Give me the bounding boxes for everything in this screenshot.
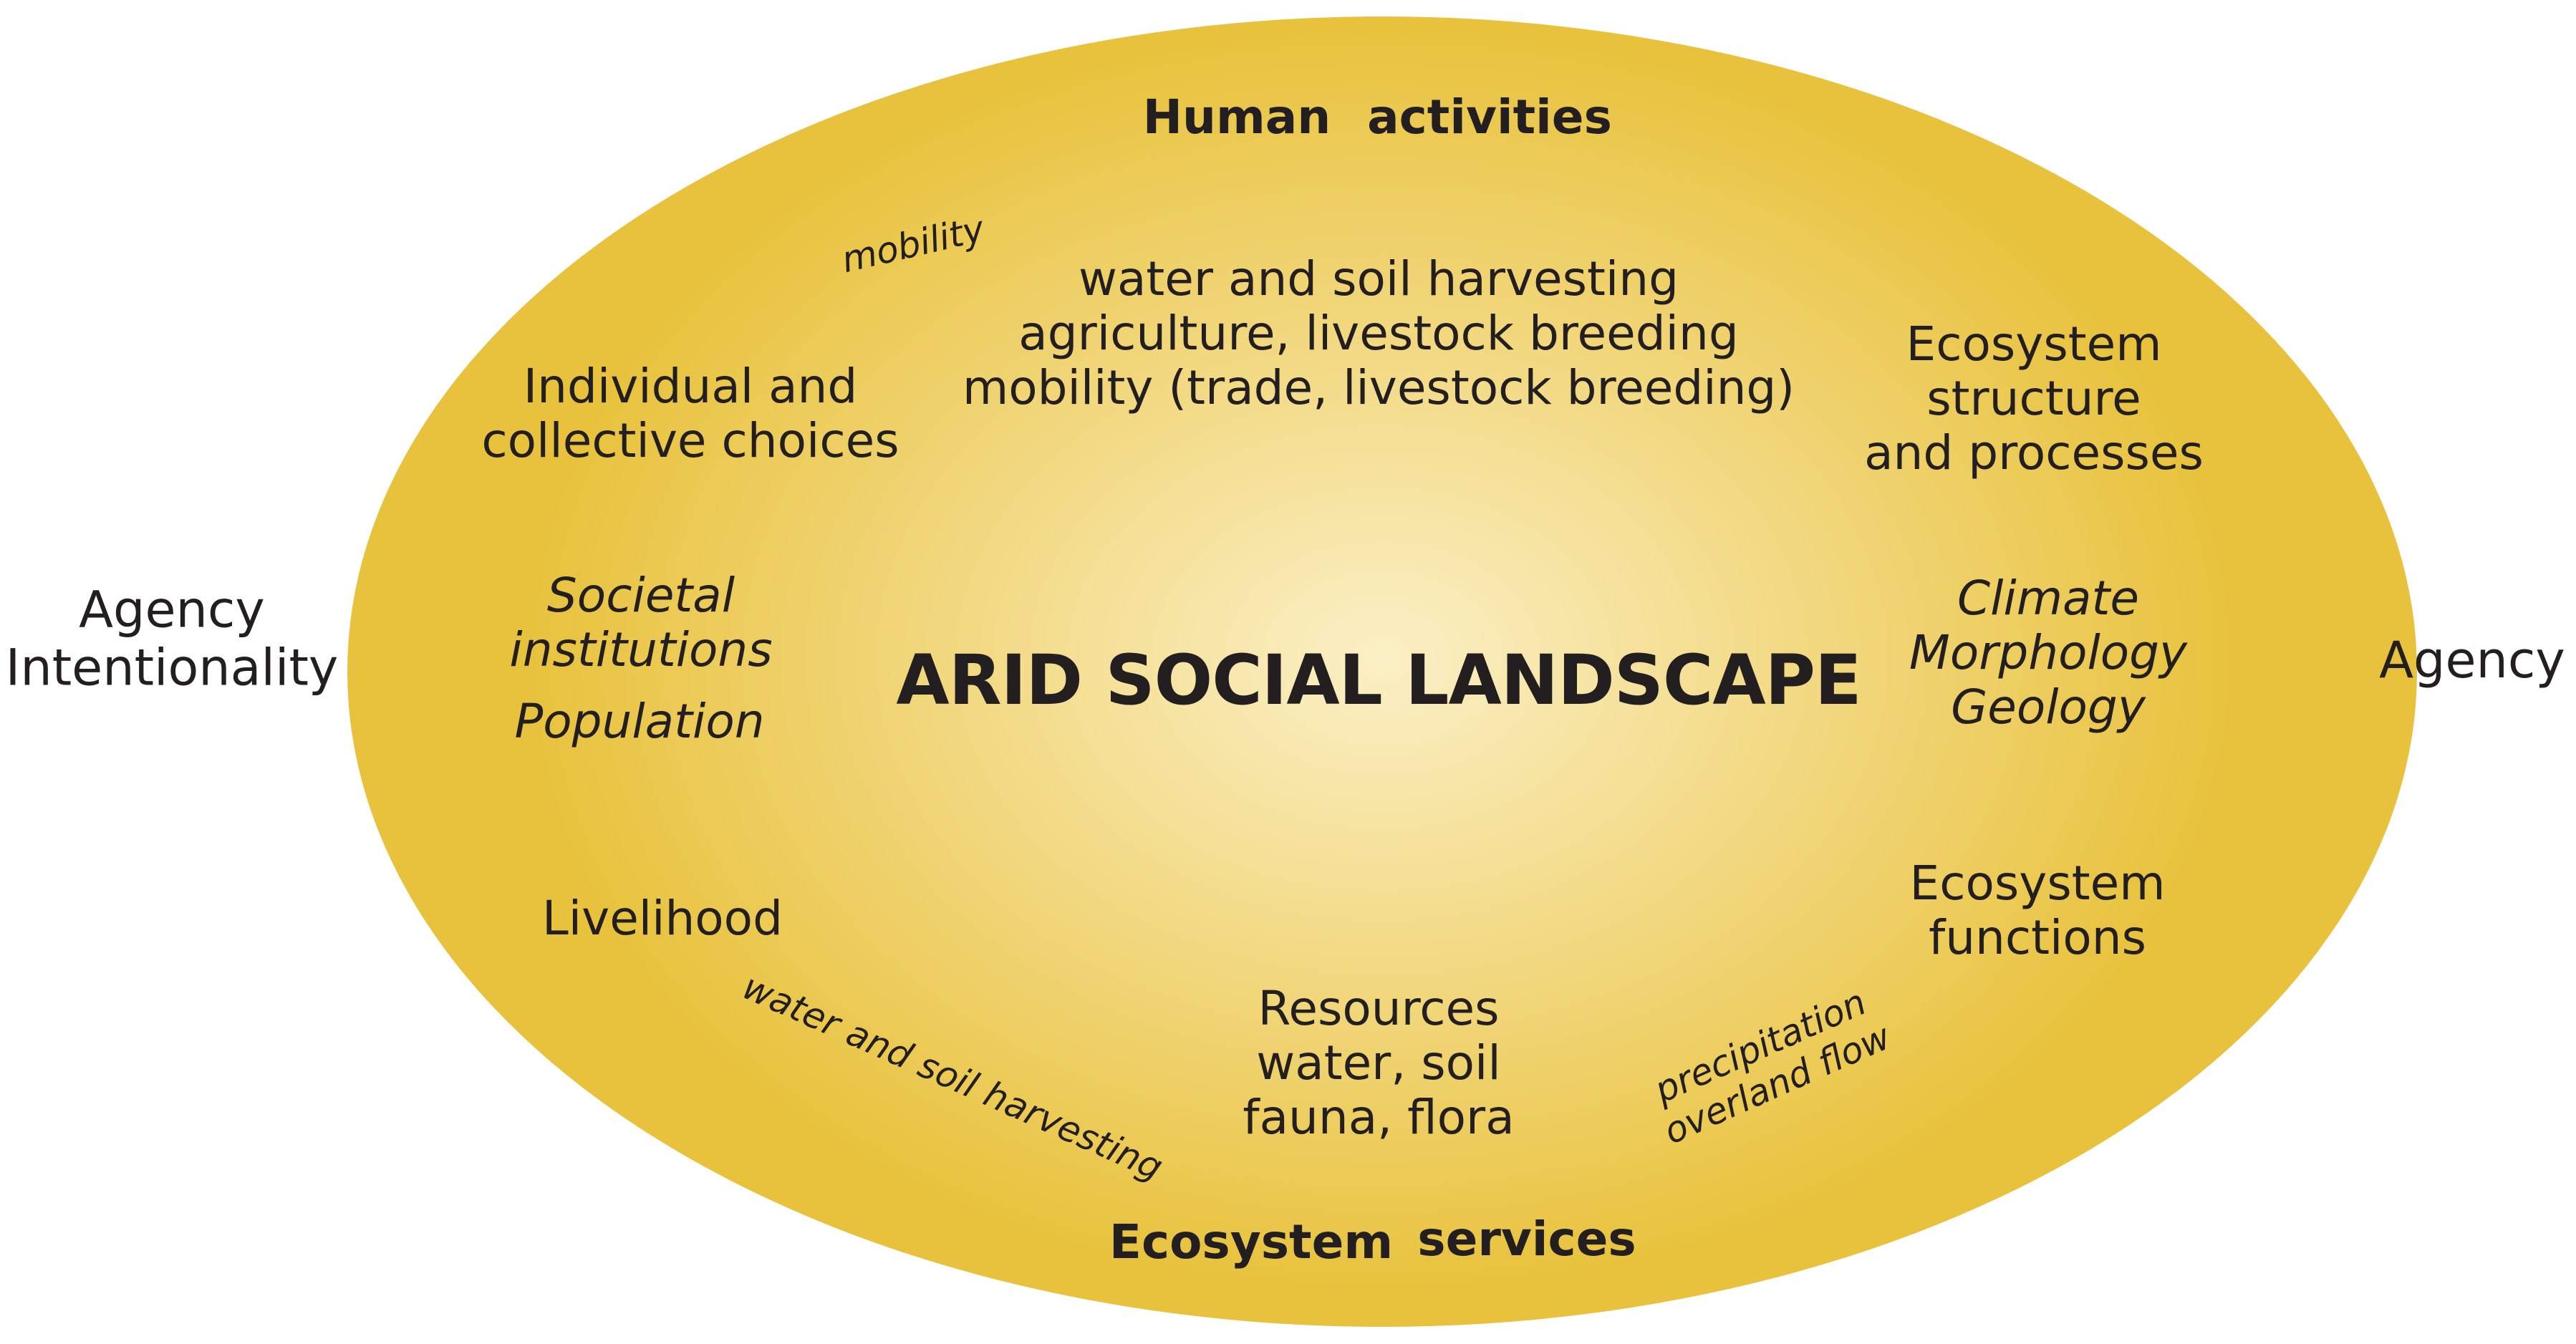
- resources-label: Resources water, soil fauna, flora: [1243, 981, 1515, 1145]
- activities-heading-word: activities: [1367, 90, 1612, 145]
- ecosystem-structure-processes-label: Ecosystem structure and processes: [1864, 316, 2204, 480]
- human-activities-list: water and soil harvesting agriculture, l…: [962, 251, 1795, 415]
- diagram-title: ARID SOCIAL LANDSCAPE: [896, 639, 1861, 720]
- societal-institutions-label: Societal institutions: [509, 568, 773, 677]
- ecosystem-heading-word: Ecosystem: [1109, 1214, 1394, 1270]
- human-heading-word: Human: [1142, 90, 1331, 145]
- agency-intentionality-label: Agency Intentionality: [5, 580, 339, 697]
- ecosystem-functions-label: Ecosystem functions: [1909, 856, 2166, 965]
- individual-collective-choices-label: Individual and collective choices: [481, 359, 899, 468]
- livelihood-label: Livelihood: [542, 891, 783, 947]
- services-heading-word: services: [1417, 1212, 1636, 1267]
- agency-right-label: Agency: [2379, 630, 2565, 690]
- climate-morphology-geology-label: Climate Morphology Geology: [1909, 571, 2188, 735]
- population-label: Population: [514, 694, 765, 750]
